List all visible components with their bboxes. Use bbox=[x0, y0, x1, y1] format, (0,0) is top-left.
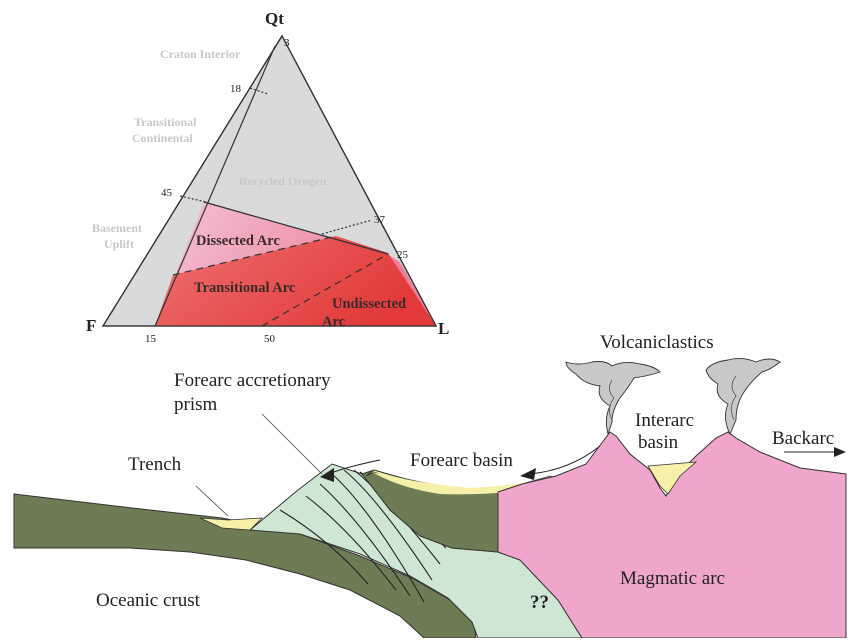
plume-curl-left bbox=[609, 379, 615, 421]
ternary-diagram: Qt F L 3 18 45 37 25 15 50 Craton Interi… bbox=[86, 9, 449, 345]
interarc-label-2: basin bbox=[638, 432, 679, 453]
oceanic-crust-label: Oceanic crust bbox=[96, 590, 201, 611]
magmatic-arc-label: Magmatic arc bbox=[620, 568, 725, 589]
forearc-prism-label-2: prism bbox=[174, 394, 218, 415]
cross-section: Volcaniclastics Forearc accretionary pri… bbox=[13, 332, 847, 639]
forearc-basin-label: Forearc basin bbox=[410, 450, 513, 471]
tick-18: 18 bbox=[230, 83, 242, 95]
volcaniclastics-label: Volcaniclastics bbox=[600, 332, 714, 353]
tick-50: 50 bbox=[264, 333, 276, 345]
inner-boundary-line bbox=[154, 45, 276, 327]
tick-3: 3 bbox=[284, 37, 290, 49]
trench-leader-line bbox=[195, 485, 229, 517]
trench-label: Trench bbox=[128, 454, 182, 475]
dashed-line-undissected bbox=[261, 253, 389, 327]
apex-qt-label: Qt bbox=[265, 9, 284, 28]
volcanic-plume-right bbox=[705, 357, 781, 436]
recycled-orogen-label: Recycled Orogen bbox=[239, 174, 327, 188]
undissected-arc-label-1: Undissected bbox=[332, 296, 406, 312]
dashed-line-dissected bbox=[172, 235, 337, 276]
basement-uplift-label-1: Basement bbox=[92, 221, 142, 235]
arc-top-boundary bbox=[203, 201, 389, 255]
basement-uplift-label-2: Uplift bbox=[104, 237, 134, 251]
dissected-arc-label: Dissected Arc bbox=[196, 233, 280, 249]
transitional-continental-label-1: Transitional bbox=[134, 115, 197, 129]
dotted-line-45 bbox=[179, 195, 207, 203]
craton-interior-label: Craton Interior bbox=[160, 47, 241, 61]
prism-leader-line bbox=[261, 413, 323, 475]
unknown-label: ?? bbox=[530, 592, 549, 613]
plume-curl-right bbox=[731, 375, 737, 421]
prism-arrow bbox=[320, 459, 381, 482]
transitional-continental-label-2: Continental bbox=[132, 131, 193, 145]
tick-15: 15 bbox=[145, 333, 157, 345]
transitional-arc-label: Transitional Arc bbox=[194, 280, 296, 296]
interarc-basin-fill bbox=[647, 461, 698, 495]
forearc-basin-arrow bbox=[520, 445, 601, 480]
dotted-line-18 bbox=[249, 87, 269, 95]
volcanic-plume-left bbox=[565, 361, 661, 436]
backarc-label: Backarc bbox=[772, 428, 834, 449]
undissected-arc-label-2: Arc bbox=[322, 314, 346, 330]
dotted-line-37 bbox=[321, 219, 373, 235]
transitional-arc-field bbox=[155, 236, 436, 326]
apex-l-label: L bbox=[438, 319, 449, 338]
trench-sediment bbox=[199, 517, 264, 531]
interarc-label-1: Interarc bbox=[635, 410, 694, 431]
tick-25: 25 bbox=[397, 249, 409, 261]
ternary-outline bbox=[101, 34, 438, 327]
tick-37: 37 bbox=[374, 214, 386, 226]
forearc-prism-label-1: Forearc accretionary bbox=[174, 370, 331, 391]
tick-45: 45 bbox=[161, 187, 173, 199]
backarc-arrow bbox=[784, 447, 846, 457]
apex-f-label: F bbox=[86, 316, 96, 335]
